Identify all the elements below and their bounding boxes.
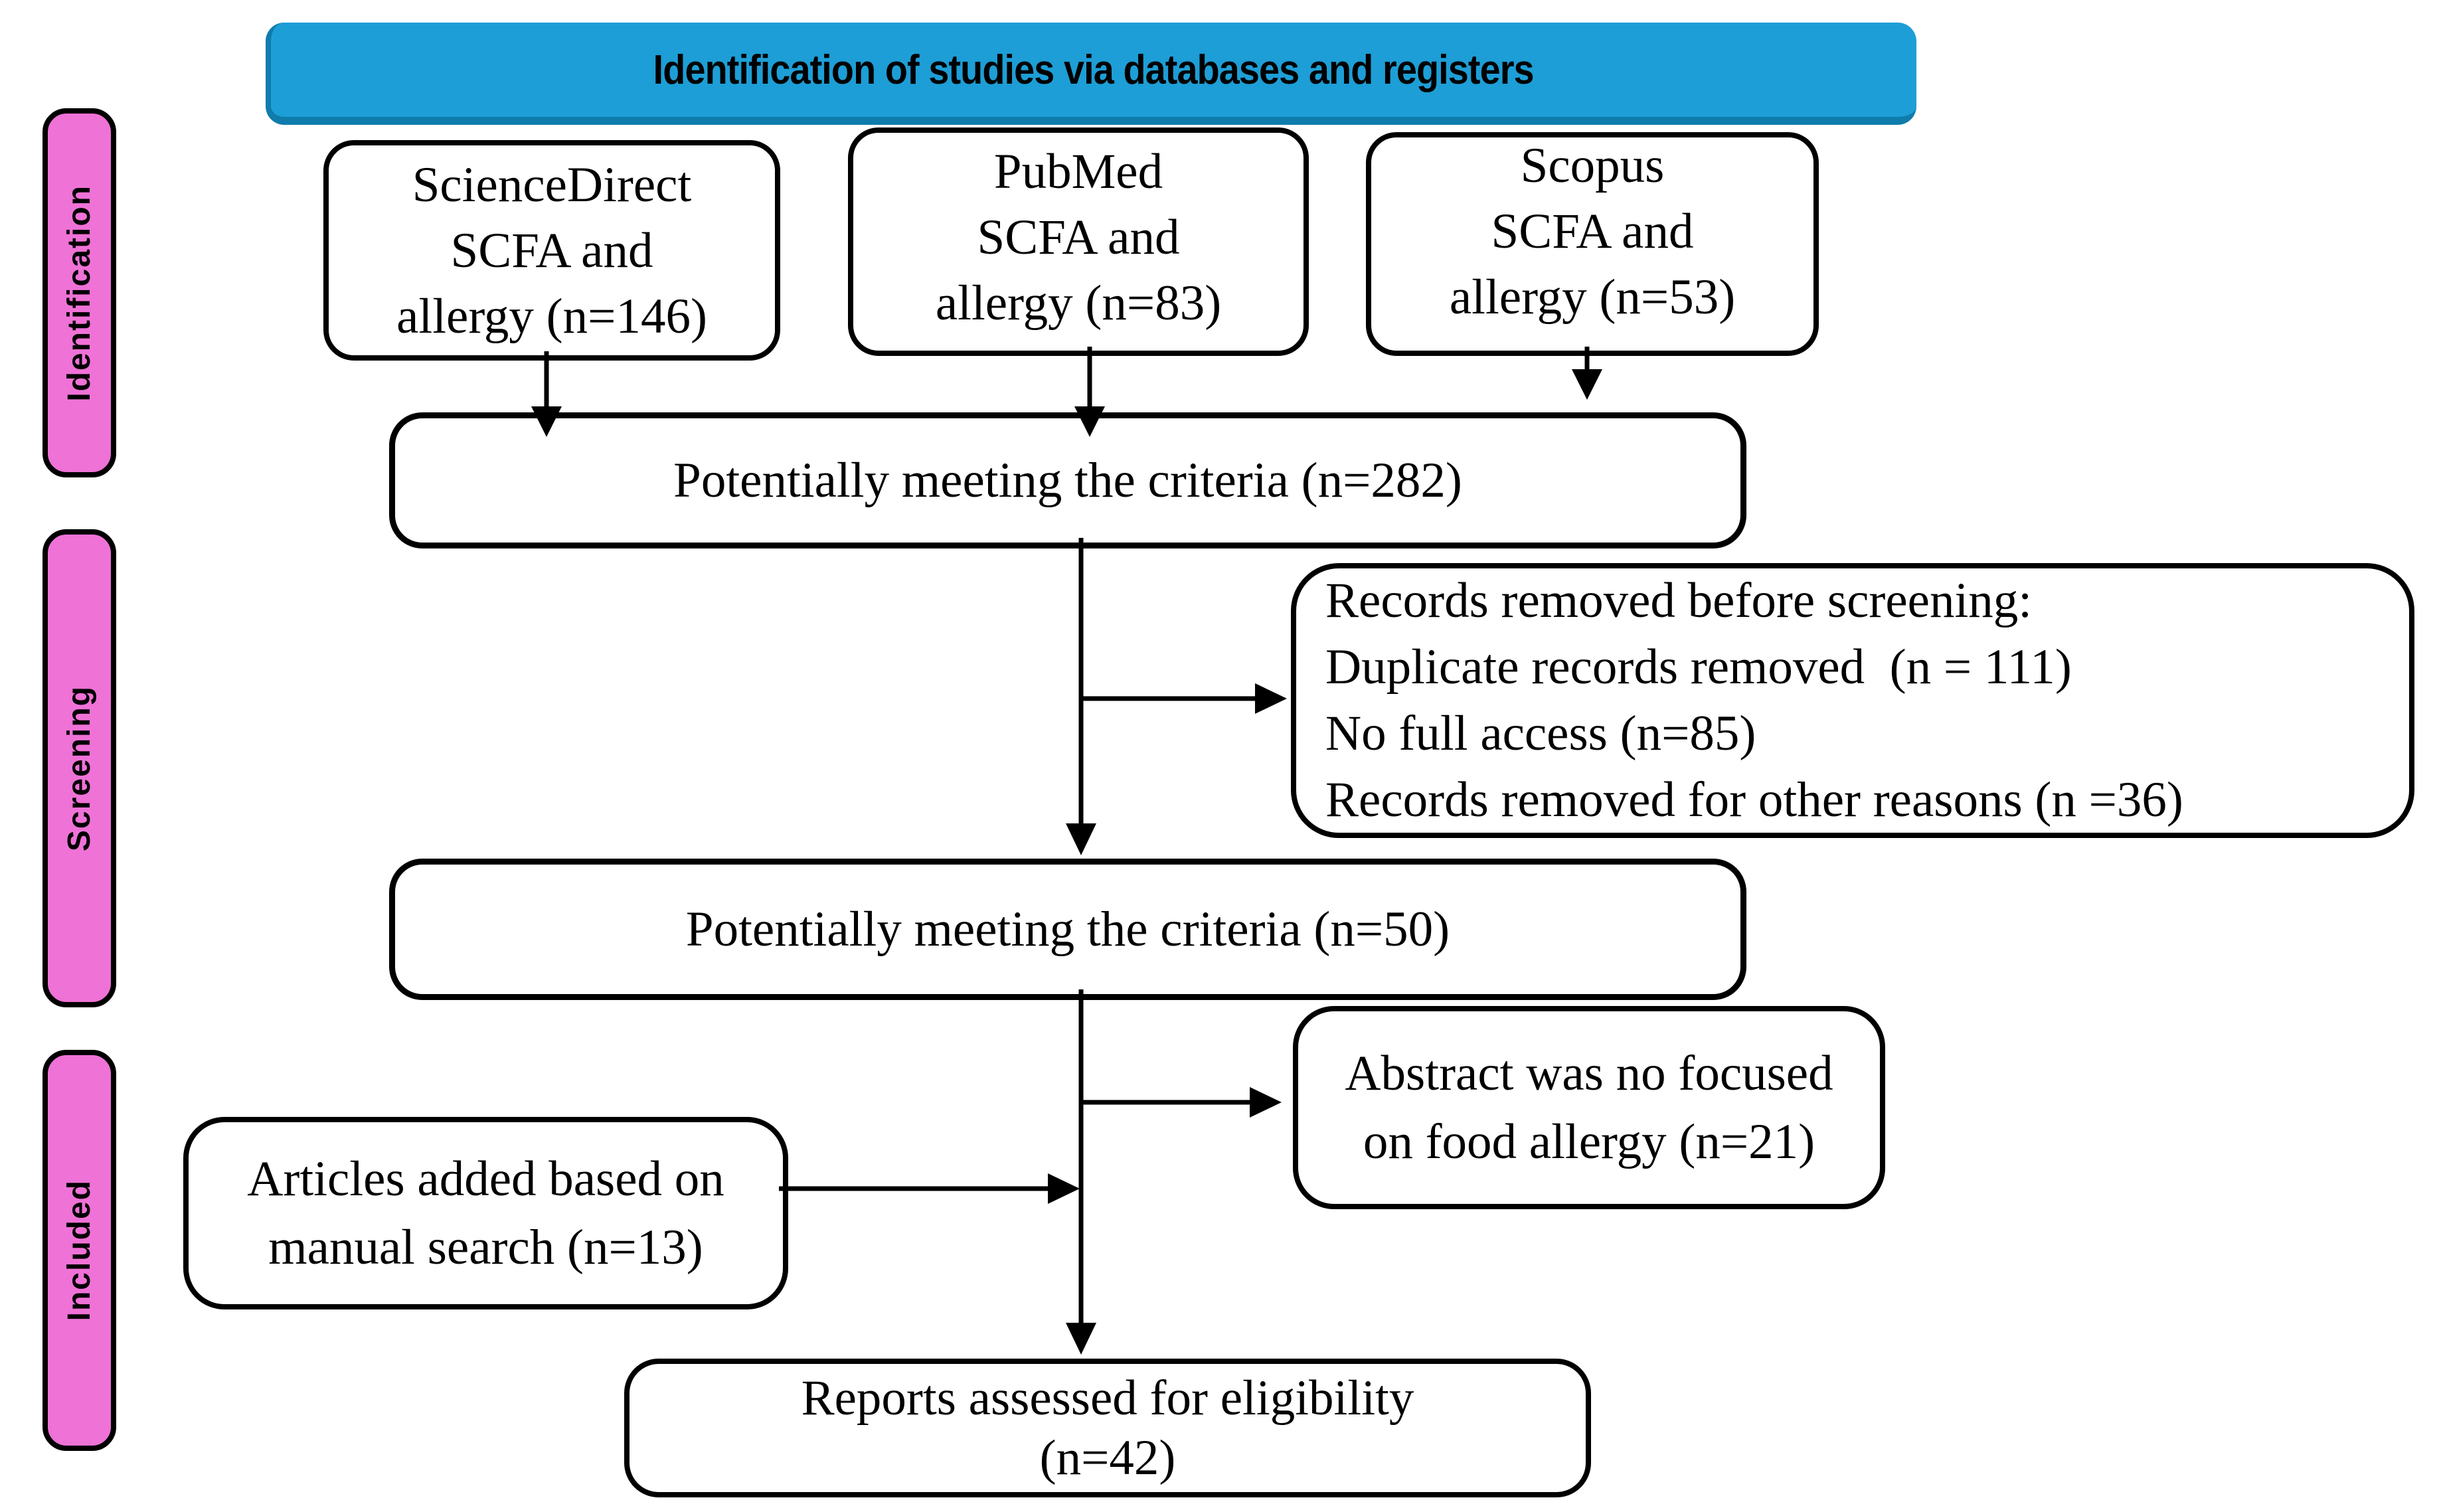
box-line: Records removed before screening:	[1325, 573, 2033, 628]
source-box-pubmed: PubMed SCFA and allergy (n=83)	[848, 127, 1309, 356]
box-line: Potentially meeting the criteria (n=282)	[673, 453, 1462, 508]
box-line: manual search (n=13)	[268, 1220, 703, 1275]
box-line: No full access (n=85)	[1325, 706, 1756, 761]
stage-identification: Identification	[42, 108, 116, 477]
box-line: on food allergy (n=21)	[1363, 1114, 1815, 1169]
box-line: Potentially meeting the criteria (n=50)	[685, 902, 1450, 957]
manual-search-box: Articles added based on manual search (n…	[183, 1117, 788, 1309]
banner: Identification of studies via databases …	[266, 23, 1916, 125]
box-line: Articles added based on	[247, 1151, 724, 1207]
box-line: allergy (n=53)	[1449, 270, 1736, 325]
box-line: SCFA and	[1491, 204, 1694, 259]
box-line: allergy (n=146)	[396, 288, 707, 344]
arrow-manual-search-to-flow	[779, 1173, 1080, 1204]
box-line: Duplicate records removed (n = 111)	[1325, 639, 2072, 695]
stage-included: Included	[42, 1050, 116, 1451]
banner-label: Identification of studies via databases …	[653, 46, 1535, 93]
arrow-criteria50-to-reports	[1066, 989, 1096, 1355]
box-line: Records removed for other reasons (n =36…	[1325, 772, 2183, 827]
arrow-branch-to-abstract-excluded	[1081, 1087, 1282, 1118]
box-line: (n=42)	[1039, 1430, 1176, 1485]
reports-assessed-box: Reports assessed for eligibility (n=42)	[624, 1359, 1591, 1497]
stage-identification-label: Identification	[62, 184, 97, 402]
box-line: PubMed	[993, 143, 1163, 199]
source-box-sciencedirect: ScienceDirect SCFA and allergy (n=146)	[323, 140, 780, 361]
criteria-50-box: Potentially meeting the criteria (n=50)	[389, 859, 1746, 1000]
records-removed-box: Records removed before screening: Duplic…	[1291, 563, 2414, 838]
box-line: ScienceDirect	[412, 157, 692, 212]
criteria-282-box: Potentially meeting the criteria (n=282)	[389, 412, 1746, 548]
box-line: allergy (n=83)	[935, 275, 1222, 331]
box-line: Scopus	[1520, 138, 1665, 193]
stage-screening: Screening	[42, 529, 116, 1007]
source-box-scopus: Scopus SCFA and allergy (n=53)	[1366, 132, 1819, 356]
abstract-excluded-box: Abstract was no focused on food allergy …	[1293, 1006, 1885, 1209]
arrow-criteria282-to-criteria50	[1066, 538, 1096, 855]
box-line: SCFA and	[977, 209, 1180, 265]
stage-screening-label: Screening	[62, 685, 97, 852]
stage-included-label: Included	[62, 1179, 97, 1321]
box-line: SCFA and	[450, 222, 653, 278]
box-line: Reports assessed for eligibility	[801, 1370, 1414, 1426]
arrow-branch-to-records-removed	[1081, 683, 1287, 714]
box-line: Abstract was no focused	[1345, 1046, 1833, 1101]
